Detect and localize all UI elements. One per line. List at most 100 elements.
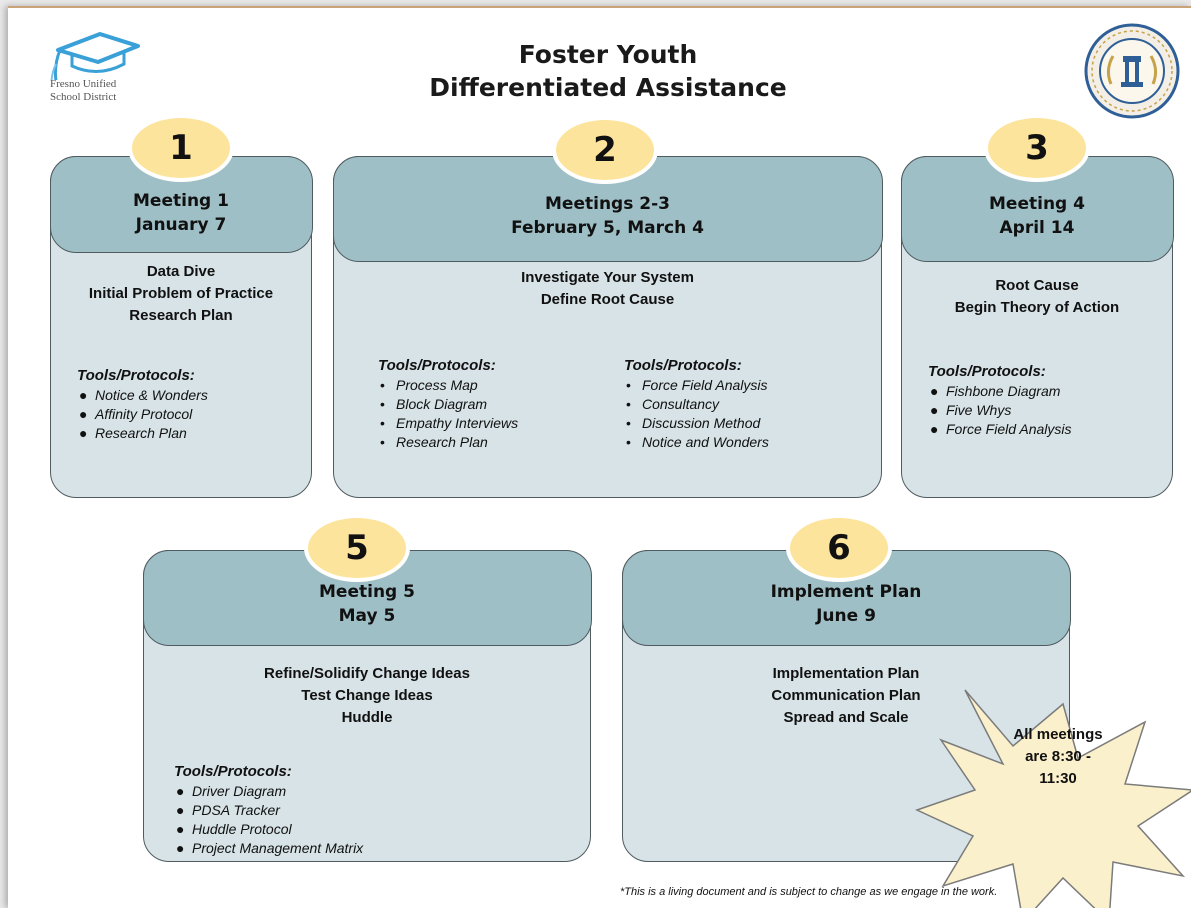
tool-label: Empathy Interviews: [396, 415, 519, 431]
meeting-1-tools: Tools/Protocols: ●Notice & Wonders ●Affi…: [77, 367, 208, 443]
footnote: *This is a living document and is subjec…: [620, 886, 998, 898]
meeting-1-card: Meeting 1 January 7 Data Dive Initial Pr…: [49, 155, 313, 498]
page-title: Foster Youth Differentiated Assistance: [308, 38, 908, 104]
topic-item: Research Plan: [129, 307, 233, 324]
county-seal-icon: [1084, 23, 1180, 119]
callout-line1: All meetings: [1013, 726, 1103, 743]
title-line2: Differentiated Assistance: [429, 73, 787, 102]
meeting-4-date: April 14: [999, 217, 1075, 238]
tool-item: ●Project Management Matrix: [176, 840, 364, 856]
tool-item: •Process Map: [380, 377, 478, 393]
tool-item: •Discussion Method: [626, 415, 761, 431]
implement-plan-card: Implement Plan June 9 Implementation Pla…: [621, 549, 1071, 862]
topic-item: Implementation Plan: [772, 665, 920, 682]
tools-label: Tools/Protocols:: [378, 357, 496, 374]
starburst-shape: [914, 689, 1191, 908]
meeting-5-card: Meeting 5 May 5 Refine/Solidify Change I…: [142, 549, 592, 862]
starburst-callout: [914, 689, 1191, 908]
tool-item: •Research Plan: [380, 434, 488, 450]
meeting-2-3-tools-b: Tools/Protocols: •Force Field Analysis •…: [624, 357, 769, 452]
meeting-2-3-tools-a: Tools/Protocols: •Process Map •Block Dia…: [378, 357, 518, 452]
meeting-1-date: January 7: [135, 215, 227, 235]
tool-label: Five Whys: [946, 402, 1012, 418]
meeting-2-3-title: Meetings 2-3: [545, 193, 670, 214]
tools-label: Tools/Protocols:: [174, 763, 292, 780]
tool-label: Force Field Analysis: [642, 377, 768, 393]
meeting-5-topics: Refine/Solidify Change Ideas Test Change…: [144, 663, 590, 729]
meeting-4-topics: Root Cause Begin Theory of Action: [902, 275, 1172, 319]
topic-item: Test Change Ideas: [301, 687, 433, 704]
callout-line2: are 8:30 -: [1025, 748, 1091, 765]
tool-item: •Empathy Interviews: [380, 415, 519, 431]
tool-label: Huddle Protocol: [192, 821, 292, 837]
implement-plan-title: Implement Plan: [770, 581, 922, 602]
topic-item: Communication Plan: [771, 687, 921, 704]
implement-plan-topics: Implementation Plan Communication Plan S…: [623, 663, 1069, 729]
district-name-line1: Fresno Unified: [50, 78, 117, 90]
topic-item: Spread and Scale: [783, 709, 909, 726]
step-badge-3: 3: [986, 116, 1088, 180]
district-logo: Fresno Unified School District: [38, 20, 148, 120]
tool-label: Notice & Wonders: [95, 387, 208, 403]
tools-label: Tools/Protocols:: [928, 363, 1046, 380]
topic-item: Data Dive: [146, 263, 216, 280]
tool-item: ●Notice & Wonders: [79, 387, 208, 403]
tool-label: Process Map: [396, 377, 478, 393]
meeting-5-title: Meeting 5: [319, 581, 415, 602]
meeting-2-3-card: Meetings 2-3 February 5, March 4 Investi…: [332, 155, 883, 498]
tool-item: ●Research Plan: [79, 425, 187, 441]
tool-item: •Block Diagram: [380, 396, 488, 412]
step-badge-1: 1: [130, 116, 232, 180]
meeting-2-3-topics: Investigate Your System Define Root Caus…: [334, 267, 881, 311]
tool-label: Research Plan: [396, 434, 488, 450]
topic-item: Root Cause: [995, 277, 1079, 294]
meeting-5-date: May 5: [338, 605, 396, 626]
tools-label: Tools/Protocols:: [77, 367, 195, 384]
tool-label: Consultancy: [642, 396, 720, 412]
tool-label: PDSA Tracker: [192, 802, 280, 818]
meeting-2-3-dates: February 5, March 4: [511, 217, 704, 238]
meeting-1-topics: Data Dive Initial Problem of Practice Re…: [51, 261, 311, 327]
meeting-4-title: Meeting 4: [989, 193, 1085, 214]
tool-label: Notice and Wonders: [642, 434, 769, 450]
tool-label: Block Diagram: [396, 396, 488, 412]
tool-item: ●Five Whys: [930, 402, 1012, 418]
topic-item: Investigate Your System: [521, 269, 694, 286]
tool-item: •Consultancy: [626, 396, 720, 412]
tool-label: Discussion Method: [642, 415, 761, 431]
step-badge-2: 2: [554, 118, 656, 182]
county-seal-logo: [1083, 22, 1181, 120]
topic-item: Begin Theory of Action: [954, 299, 1120, 316]
tool-item: ●PDSA Tracker: [176, 802, 280, 818]
tool-item: ●Driver Diagram: [176, 783, 287, 799]
tool-label: Research Plan: [95, 425, 187, 441]
step-badge-5: 5: [306, 516, 408, 580]
meeting-1-title: Meeting 1: [133, 191, 229, 211]
tool-label: Affinity Protocol: [95, 406, 193, 422]
tools-label: Tools/Protocols:: [624, 357, 742, 374]
topic-item: Huddle: [341, 709, 393, 726]
tool-item: •Force Field Analysis: [626, 377, 768, 393]
tool-item: ●Fishbone Diagram: [930, 383, 1061, 399]
topic-item: Initial Problem of Practice: [88, 285, 274, 302]
graduation-cap-icon: [50, 32, 140, 101]
callout-line3: 11:30: [1039, 770, 1077, 787]
tool-label: Force Field Analysis: [946, 421, 1072, 437]
meeting-4-card: Meeting 4 April 14 Root Cause Begin Theo…: [900, 155, 1174, 498]
tool-label: Driver Diagram: [192, 783, 287, 799]
tool-label: Project Management Matrix: [192, 840, 364, 856]
meeting-4-tools: Tools/Protocols: ●Fishbone Diagram ●Five…: [928, 363, 1072, 439]
meeting-time-callout: All meetings are 8:30 - 11:30: [983, 724, 1133, 790]
district-name-line2: School District: [50, 91, 117, 103]
tool-label: Fishbone Diagram: [946, 383, 1061, 399]
tool-item: ●Force Field Analysis: [930, 421, 1072, 437]
tool-item: ●Huddle Protocol: [176, 821, 292, 837]
document-page: Fresno Unified School District Foster Yo…: [8, 6, 1191, 908]
step-badge-6: 6: [788, 516, 890, 580]
topic-item: Define Root Cause: [540, 291, 675, 308]
title-line1: Foster Youth: [518, 40, 698, 69]
topic-item: Refine/Solidify Change Ideas: [264, 665, 470, 682]
tool-item: •Notice and Wonders: [626, 434, 769, 450]
implement-plan-date: June 9: [816, 605, 876, 626]
meeting-5-tools: Tools/Protocols: ●Driver Diagram ●PDSA T…: [174, 763, 363, 858]
